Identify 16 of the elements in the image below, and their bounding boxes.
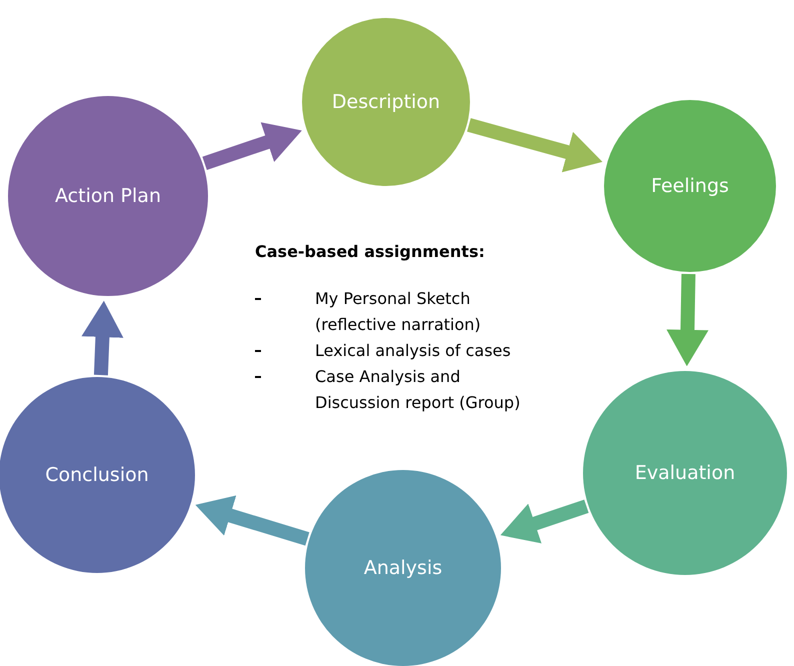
assignments-heading: Case-based assignments:	[255, 241, 486, 263]
block-arrow	[81, 300, 124, 376]
block-arrow	[666, 274, 708, 366]
assignment-item: Case Analysis and Discussion report (Group)	[315, 366, 522, 414]
block-arrow	[467, 118, 602, 172]
assignment-item: Lexical analysis of cases	[315, 340, 511, 362]
stage-label: Evaluation	[634, 460, 736, 486]
stage-label: Description	[330, 90, 442, 115]
block-arrow	[500, 500, 589, 544]
stage-label: Feelings	[650, 174, 730, 199]
stage-label: Action Plan	[54, 184, 162, 209]
block-arrow	[202, 122, 302, 170]
stage-label: Conclusion	[44, 462, 150, 488]
stage-label: Analysis	[362, 556, 444, 581]
assignment-item: My Personal Sketch (reflective narration)	[315, 288, 482, 336]
block-arrow	[195, 495, 310, 546]
